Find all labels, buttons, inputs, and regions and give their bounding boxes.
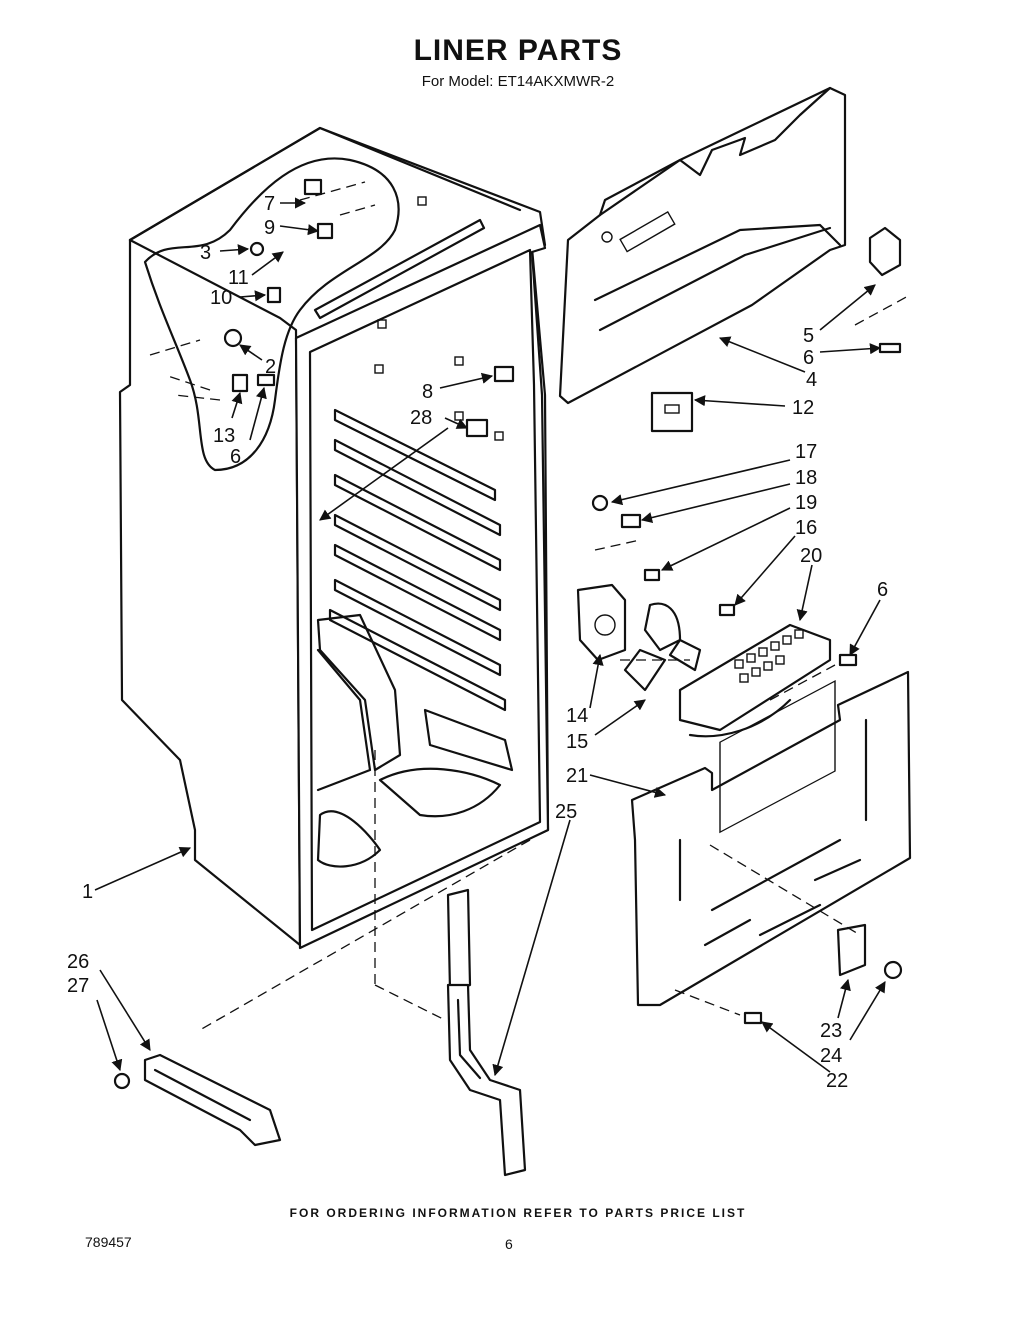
callout-9: 9 [264, 217, 275, 239]
callout-16: 16 [795, 517, 817, 539]
page-number: 6 [505, 1236, 513, 1252]
callout-28: 28 [410, 407, 432, 429]
callout-4: 4 [806, 369, 817, 391]
leader-arrows [94, 197, 886, 1077]
alignment-lines [149, 181, 911, 1031]
callout-27: 27 [67, 975, 89, 997]
callout-18: 18 [795, 467, 817, 489]
liner-cabinet [118, 126, 550, 950]
callout-5: 5 [803, 325, 814, 347]
callout-14: 14 [566, 705, 588, 727]
callout-17: 17 [795, 441, 817, 463]
callout-11: 11 [228, 267, 249, 289]
callout-10: 10 [210, 287, 232, 309]
callout-6-top: 6 [803, 347, 814, 369]
ordering-footer-note: FOR ORDERING INFORMATION REFER TO PARTS … [289, 1206, 747, 1220]
evaporator-cover [558, 86, 902, 433]
callout-12: 12 [792, 397, 814, 419]
page-title: LINER PARTS [413, 34, 623, 67]
drain-trough [446, 888, 527, 1177]
callout-19: 19 [795, 492, 817, 514]
callout-21: 21 [566, 765, 588, 787]
callout-15: 15 [566, 731, 588, 753]
baffle-panel [630, 670, 912, 1025]
bottom-bracket [113, 1053, 282, 1147]
callout-7: 7 [264, 193, 275, 215]
callout-labels: 7 9 3 11 10 2 13 6 8 28 5 6 4 12 17 18 1… [67, 193, 888, 1092]
callout-1: 1 [82, 881, 93, 903]
model-subtitle: For Model: ET14AKXMWR-2 [421, 73, 615, 90]
callout-24: 24 [820, 1045, 842, 1067]
callout-22: 22 [826, 1070, 848, 1092]
fan-assembly [576, 494, 858, 738]
callout-13: 13 [213, 425, 235, 447]
callout-3: 3 [200, 242, 211, 264]
callout-6-left: 6 [230, 446, 241, 468]
document-number: 789457 [85, 1234, 132, 1250]
callout-6-right: 6 [877, 579, 888, 601]
callout-2: 2 [265, 356, 276, 378]
callout-8: 8 [422, 381, 433, 403]
callout-25: 25 [555, 801, 577, 823]
callout-26: 26 [67, 951, 89, 973]
callout-23: 23 [820, 1020, 842, 1042]
callout-20: 20 [800, 545, 822, 567]
